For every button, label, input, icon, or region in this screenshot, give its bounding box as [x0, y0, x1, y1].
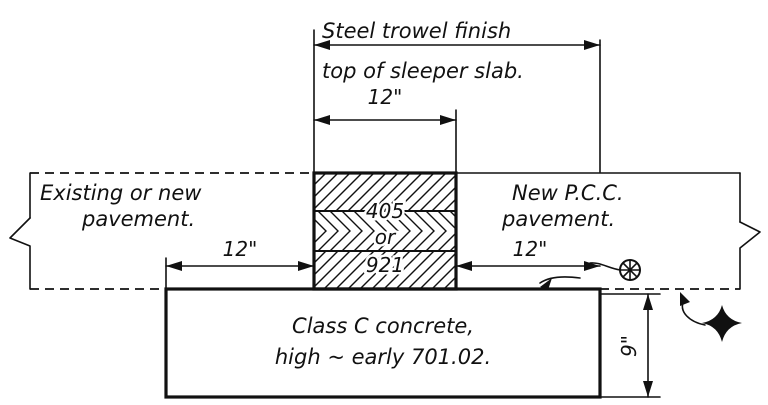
hatch-line — [347, 173, 387, 212]
right-dimension-label: 12" — [513, 237, 548, 261]
hatch-line — [468, 251, 506, 289]
concrete-label-line2: high ~ early 701.02. — [275, 345, 491, 369]
hatch-chevron — [329, 210, 351, 252]
hatch-line — [455, 288, 456, 289]
hatch-line — [431, 186, 456, 212]
hatch-line — [407, 250, 447, 289]
existing-pavement-label-line1: Existing or new — [40, 181, 202, 205]
pavement-slab — [9, 172, 761, 290]
hatch-line — [323, 173, 363, 212]
right-dimension-12in — [455, 261, 601, 271]
hatch-chevron — [365, 210, 387, 252]
sleeper-slab — [164, 287, 602, 399]
hatch-chevron — [437, 210, 456, 252]
hatch-line — [419, 174, 456, 212]
hatch-line — [371, 173, 411, 212]
top-dimension-label: 12" — [368, 85, 403, 109]
hatch-line — [468, 173, 506, 211]
finish-leader — [313, 40, 601, 50]
hatch-line — [371, 250, 411, 289]
hatch-line — [383, 250, 423, 289]
hatch-chevron — [353, 210, 375, 252]
hatch-line — [383, 173, 423, 212]
new-pavement-label-line1: New P.C.C. — [512, 181, 624, 205]
material-code-405: 405 — [366, 199, 404, 223]
hatch-line — [407, 173, 447, 212]
hatch-line — [314, 173, 327, 186]
hatch-chevron — [314, 218, 327, 244]
hatch-chevron — [401, 210, 423, 252]
joint-filler — [312, 171, 506, 291]
hatch-line — [395, 250, 435, 289]
hatch-chevron — [389, 210, 411, 252]
hatch-chevron — [317, 210, 339, 252]
left-dimension-label: 12" — [223, 237, 258, 261]
hatch-line — [431, 264, 456, 289]
hatch-line — [314, 250, 339, 276]
concrete-label-line1: Class C concrete, — [292, 314, 474, 338]
bond-breaker-leader — [539, 276, 581, 290]
finish-label-line1: Steel trowel finish — [322, 19, 511, 43]
hatch-chevron — [425, 210, 447, 252]
hatch-chevron — [413, 210, 435, 252]
hatch-line — [443, 276, 456, 289]
hatch-chevron — [377, 210, 399, 252]
hatch-line — [314, 251, 315, 252]
hatch-line — [314, 250, 351, 288]
new-pavement-label-line2: pavement. — [501, 207, 615, 231]
hatch-line — [314, 173, 351, 210]
hatch-line — [443, 198, 456, 212]
existing-pavement-label-line2: pavement. — [81, 207, 195, 231]
material-code-or: or — [375, 225, 397, 249]
hatch-line — [335, 173, 375, 212]
diamond-joint-symbol — [702, 305, 742, 342]
hatch-line — [419, 252, 456, 289]
hatch-line — [323, 250, 363, 289]
hatch-line — [455, 210, 456, 211]
depth-dimension-label: 9" — [617, 335, 641, 357]
hatch-line — [395, 173, 435, 212]
hatch-chevron — [341, 210, 363, 252]
hatch-line — [359, 173, 399, 212]
hatch-line — [347, 250, 387, 289]
hatch-line — [314, 173, 315, 174]
hatch-line — [314, 250, 327, 264]
hatch-chevron — [314, 230, 315, 232]
hatch-chevron — [449, 210, 456, 252]
material-code-921: 921 — [366, 253, 404, 277]
left-dimension-12in — [165, 261, 315, 271]
rebar-symbol — [589, 259, 641, 281]
hatch-line — [335, 250, 375, 289]
hatch-line — [359, 250, 399, 289]
hatch-line — [314, 173, 339, 198]
depth-dimension-9in — [599, 293, 661, 398]
top-dimension-12in — [313, 115, 457, 125]
joint-symbol-leader — [680, 292, 706, 326]
finish-label-line2: top of sleeper slab. — [322, 59, 524, 83]
